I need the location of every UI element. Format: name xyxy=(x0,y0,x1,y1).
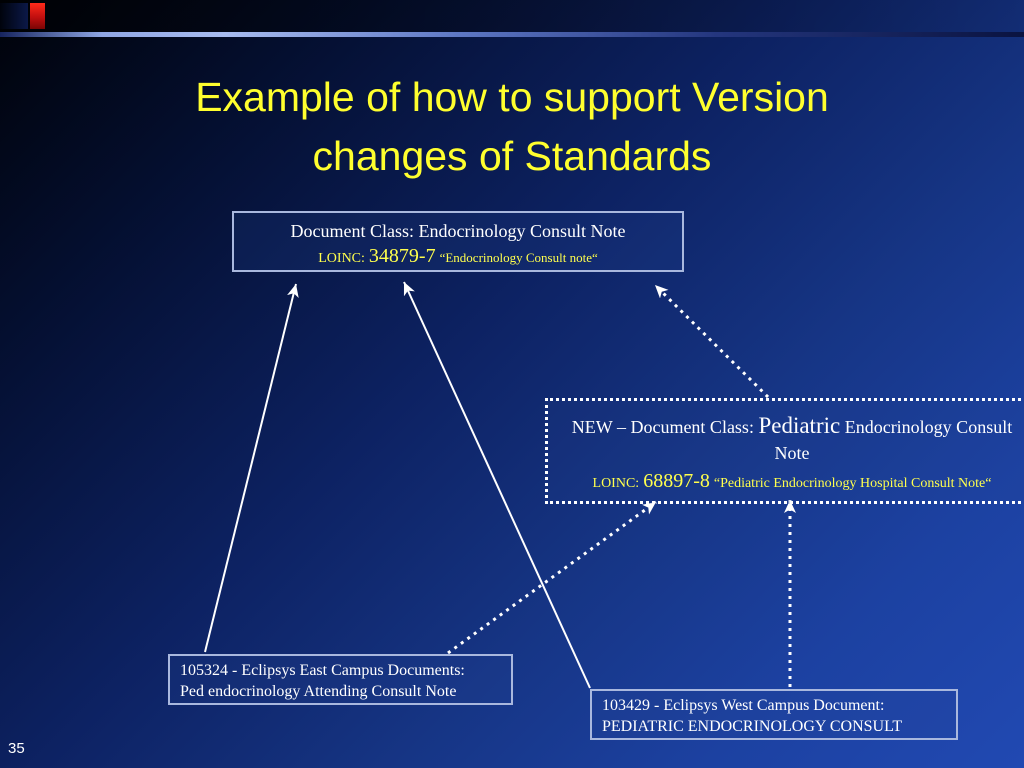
new-loinc-label: LOINC: xyxy=(592,476,640,492)
arrow-east-to-new-class xyxy=(447,500,657,655)
new-loinc-code: 68897-8 xyxy=(643,470,710,493)
red-accent-bar xyxy=(30,3,45,29)
new-class-title: NEW – Document Class: Pediatric Endocrin… xyxy=(560,410,1024,465)
new-class-emphasis: Pediatric xyxy=(758,413,841,438)
old-class-title: Document Class: Endocrinology Consult No… xyxy=(290,221,626,241)
page-number: 35 xyxy=(8,740,25,757)
top-strip xyxy=(0,0,1024,32)
west-campus-line2: PEDIATRIC ENDOCRINOLOGY CONSULT xyxy=(602,718,903,736)
old-loinc-description: “Endocrinology Consult note“ xyxy=(439,250,598,265)
top-divider-line xyxy=(0,32,1024,37)
west-campus-line1: 103429 - Eclipsys West Campus Document: xyxy=(602,697,885,714)
east-campus-line2: Ped endocrinology Attending Consult Note xyxy=(180,683,457,701)
node-old-document-class: Document Class: Endocrinology Consult No… xyxy=(232,211,684,272)
new-class-prefix: NEW – Document Class: xyxy=(571,417,754,437)
arrow-east-to-old-class xyxy=(204,283,299,653)
node-new-document-class: NEW – Document Class: Pediatric Endocrin… xyxy=(545,398,1024,505)
left-accent-bar xyxy=(0,3,28,29)
east-campus-line1: 105324 - Eclipsys East Campus Documents: xyxy=(180,662,465,679)
old-loinc-label: LOINC: xyxy=(318,251,365,266)
new-class-suffix: Endocrinology Consult Note xyxy=(774,417,1013,464)
node-east-campus-document: 105324 - Eclipsys East Campus Documents:… xyxy=(168,654,513,705)
slide-title: Example of how to support Version changes… xyxy=(0,68,1024,187)
old-loinc-code: 34879-7 xyxy=(368,245,436,267)
new-loinc-description: “Pediatric Endocrinology Hospital Consul… xyxy=(713,476,992,492)
arrow-new-class-to-old-class xyxy=(653,283,770,399)
old-class-loinc: LOINC: 34879-7 “Endocrinology Consult no… xyxy=(234,245,682,268)
slide-title-line2: changes of Standards xyxy=(312,133,712,180)
slide-title-line1: Example of how to support Version xyxy=(195,74,829,120)
new-class-loinc: LOINC: 68897-8 “Pediatric Endocrinology … xyxy=(560,470,1024,493)
node-west-campus-document: 103429 - Eclipsys West Campus Document: … xyxy=(590,689,958,740)
